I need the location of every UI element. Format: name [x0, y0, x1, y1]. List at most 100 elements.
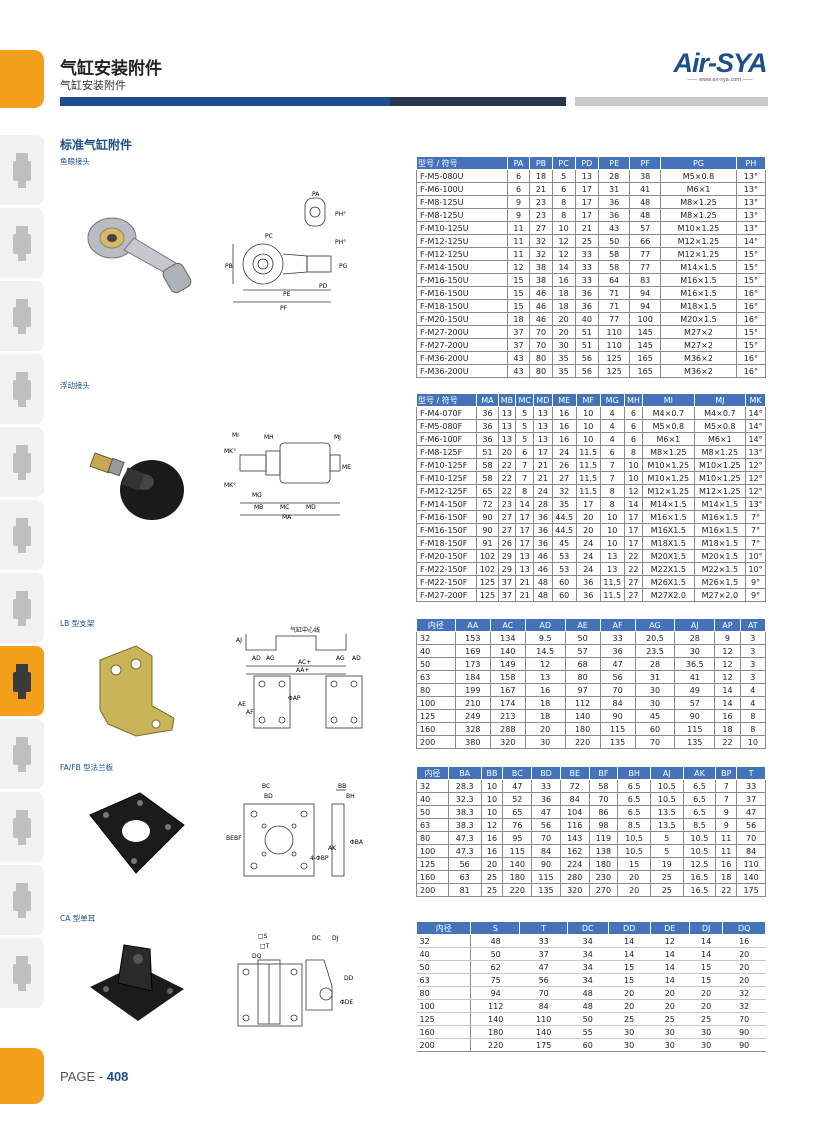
- table-cell: 20: [551, 312, 576, 326]
- table-cell: M8×1.25: [660, 195, 737, 209]
- svg-text:ΦAP: ΦAP: [288, 695, 301, 702]
- table-cell: 50: [416, 657, 456, 671]
- table-cell: M18×1.5: [660, 299, 737, 313]
- side-tab-switch[interactable]: [0, 719, 44, 789]
- table-cell: 47: [519, 960, 568, 974]
- table-cell: 10: [599, 536, 625, 550]
- table-cell: 13°: [745, 445, 766, 459]
- table-cell: F-M22-150F: [415, 575, 478, 589]
- table-cell: 8: [599, 484, 625, 498]
- table-cell: 90: [599, 709, 636, 723]
- table-cell: 160: [416, 870, 449, 884]
- flange-plate-photo: [89, 792, 185, 874]
- table-cell: 213: [489, 709, 526, 723]
- side-tab-cylinder[interactable]: [0, 427, 44, 497]
- table-cell: 104: [559, 805, 590, 819]
- table-cell: 145: [629, 325, 662, 339]
- table-cell: 20: [524, 722, 566, 736]
- table-cell: 25: [649, 870, 684, 884]
- table-cell: 23: [497, 497, 517, 511]
- table-cell: 9: [715, 805, 738, 819]
- table-cell: 9°: [745, 575, 766, 589]
- side-tab-fitting[interactable]: [0, 354, 44, 424]
- table-cell: F-M27-200F: [415, 588, 478, 602]
- table-cell: 63: [416, 818, 449, 832]
- table-cell: 10: [599, 510, 625, 524]
- table-cell: 14: [515, 497, 535, 511]
- table-cell: 25: [480, 883, 504, 897]
- table-cell: 14: [714, 696, 741, 710]
- table-cell: 36: [599, 644, 636, 658]
- clevis-photo: [90, 944, 184, 1021]
- table-cell: 24: [575, 562, 601, 576]
- table-cell: M10×1.25: [642, 471, 695, 485]
- table-cell: 15: [506, 273, 531, 287]
- table-cell: M36×2: [660, 364, 737, 378]
- table-cell: 36.5: [674, 657, 716, 671]
- table-cell: 20: [575, 510, 601, 524]
- table-cell: 30: [608, 1025, 651, 1039]
- side-tab-cylinder-accessory[interactable]: [0, 646, 44, 716]
- table-cell: F-M16-150U: [416, 273, 508, 287]
- table-cell: 37: [506, 325, 531, 339]
- side-tab-regulator[interactable]: [0, 281, 44, 351]
- table-cell: F-M36-200U: [416, 364, 508, 378]
- page-number-value: 408: [106, 1069, 129, 1084]
- table-cell: 9.5: [524, 631, 566, 645]
- table-cell: 16°: [735, 351, 767, 365]
- side-tab-valve[interactable]: [0, 135, 44, 205]
- svg-text:AC+: AC+: [298, 659, 311, 666]
- table-cell: 50: [564, 631, 601, 645]
- table-cell: 11: [715, 831, 738, 845]
- table-cell: 40: [416, 792, 449, 806]
- table-cell: 200: [416, 883, 449, 897]
- table-cell: 58: [476, 458, 499, 472]
- header-bar-blue: [60, 97, 390, 106]
- table-cell: 22: [623, 549, 644, 563]
- table-cell: 30: [689, 1038, 723, 1052]
- table-cell: 26: [551, 458, 577, 472]
- table-cell: 36: [533, 510, 553, 524]
- table-cell: 140: [736, 870, 766, 884]
- table-cell: 13°: [735, 221, 767, 235]
- table-cell: M6×1: [642, 432, 695, 446]
- table-cell: 160: [416, 722, 456, 736]
- side-tab-actuator[interactable]: [0, 573, 44, 643]
- table-cell: 56: [531, 818, 561, 832]
- table-cell: 36: [575, 575, 601, 589]
- table-cell: 30: [650, 1038, 690, 1052]
- table-cell: 20: [575, 523, 601, 537]
- table-cell: M6×1: [660, 182, 737, 196]
- side-tab-silencer[interactable]: [0, 865, 44, 935]
- table-cell: 3: [739, 644, 767, 658]
- side-tab-fitting-2[interactable]: [0, 938, 44, 1008]
- side-tab-filter[interactable]: [0, 208, 44, 278]
- table-cell: F-M8-125U: [416, 208, 508, 222]
- table-cell: 8: [551, 195, 576, 209]
- column-header: BP: [715, 766, 738, 780]
- table-cell: 90: [722, 1025, 766, 1039]
- side-tab-elbow[interactable]: [0, 792, 44, 862]
- table-cell: 34: [567, 934, 609, 948]
- table-cell: F-M14-150U: [416, 260, 508, 274]
- table-cell: 49: [674, 683, 716, 697]
- table-cell: 27: [551, 471, 577, 485]
- table-cell: 10.5: [682, 831, 717, 845]
- table-cell: 51: [574, 338, 600, 352]
- table-cell: 13: [497, 406, 517, 420]
- svg-text:DJ: DJ: [332, 935, 339, 942]
- column-header: AF: [599, 618, 636, 632]
- table-cell: 44.5: [551, 523, 577, 537]
- table-cell: 125: [416, 857, 449, 871]
- svg-text:MK°: MK°: [224, 448, 236, 455]
- column-header: T: [519, 921, 568, 935]
- column-header: AP: [714, 618, 741, 632]
- side-tab-manifold[interactable]: [0, 500, 44, 570]
